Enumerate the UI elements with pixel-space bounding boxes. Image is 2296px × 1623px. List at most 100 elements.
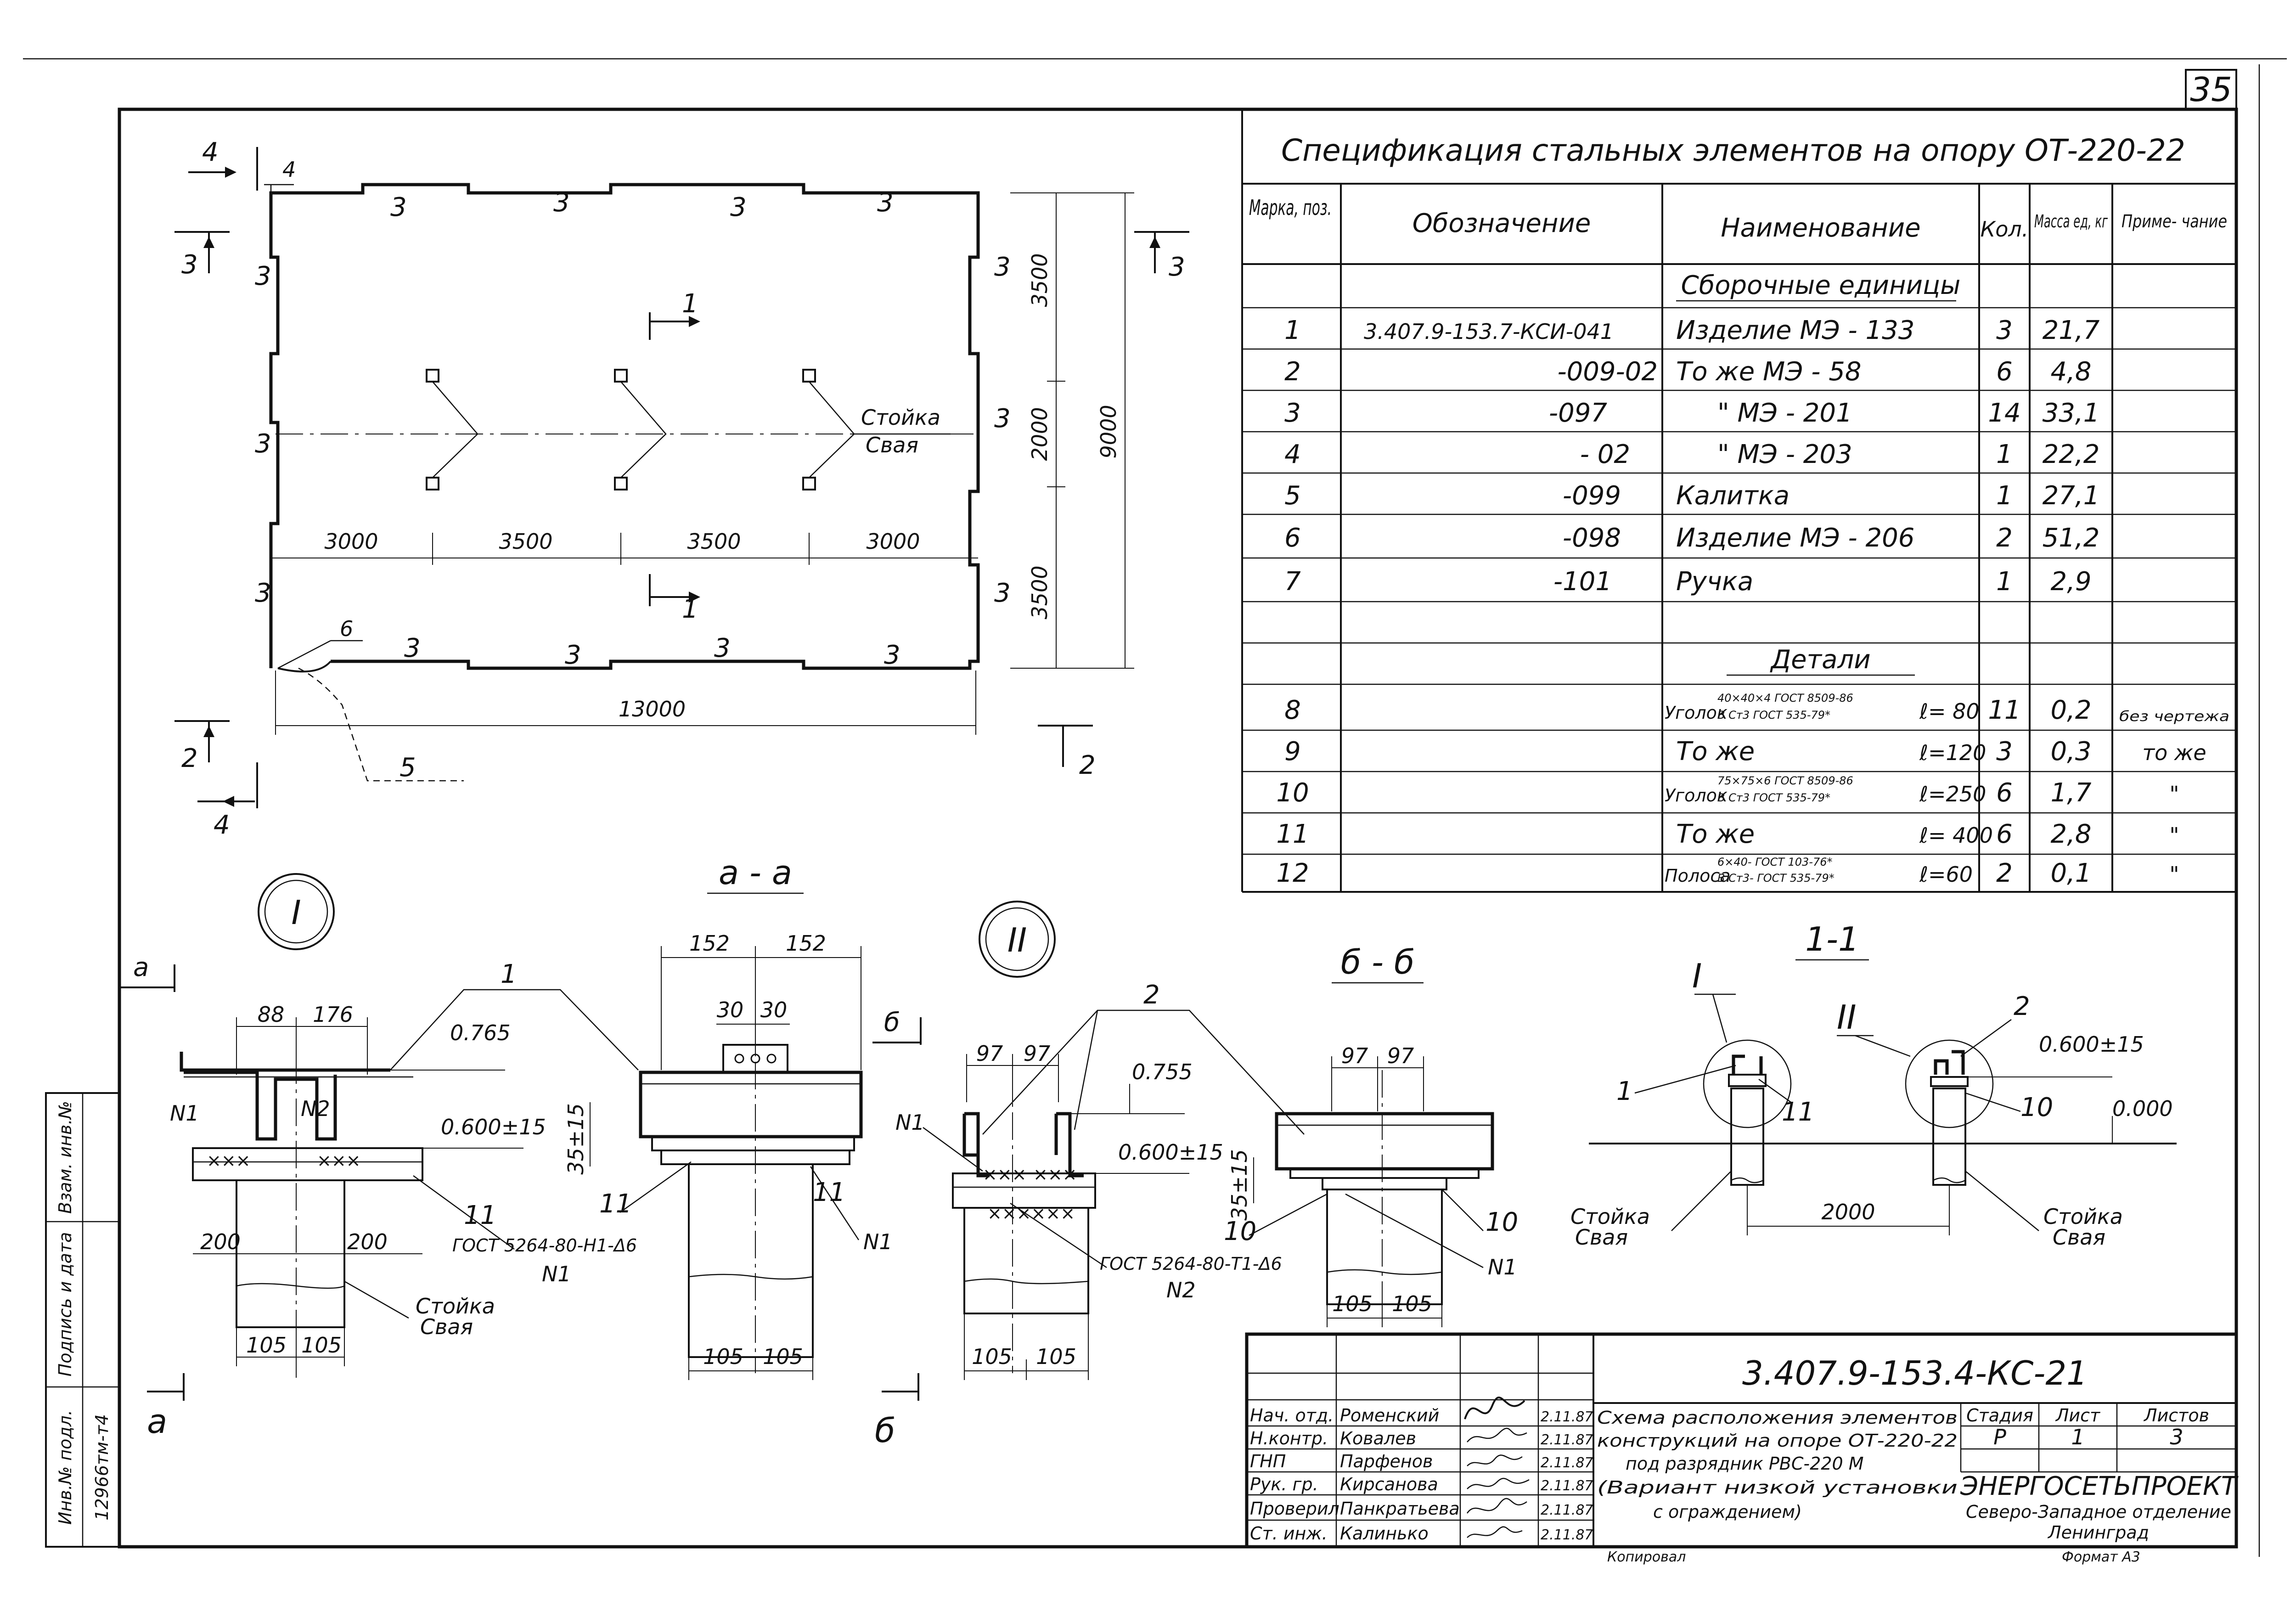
svg-text:7: 7 — [1284, 567, 1301, 597]
spec-detail-row: 11 То же ℓ= 400 6 2,8 " — [1276, 819, 2179, 849]
svg-text:×××: ××× — [207, 1150, 251, 1171]
svg-text:Парфенов: Парфенов — [1340, 1451, 1433, 1471]
svg-text:6: 6 — [1996, 819, 2013, 849]
svg-text:2.11.87: 2.11.87 — [1541, 1478, 1593, 1494]
svg-text:Стойка: Стойка — [2043, 1204, 2123, 1229]
spec-row: 5 -099 Калитка 1 27,1 — [1284, 481, 2099, 511]
mark-4-corner: 4 — [282, 157, 296, 182]
page-number: 35 — [2190, 70, 2232, 109]
spec-detail-row: 10 Уголок 75×75×6 ГОСТ 8509-86 В Ст3 ГОС… — [1276, 774, 2179, 808]
hdr-qty: Кол. — [1981, 217, 2029, 242]
svg-text:12: 12 — [1276, 858, 1309, 888]
svg-text:Н.контр.: Н.контр. — [1250, 1428, 1328, 1448]
svg-text:30: 30 — [717, 997, 744, 1022]
section-marker-3-right: 3 — [1134, 231, 1189, 282]
svg-text:10: 10 — [1276, 778, 1309, 808]
svg-text:11: 11 — [1276, 819, 1309, 849]
post — [426, 369, 439, 383]
section-marker-3-left: 3 — [174, 231, 230, 280]
post — [802, 477, 816, 490]
spec-row: 7 -101 Ручка 1 2,9 — [1284, 567, 2091, 597]
node-II-detail: II б б 97 97 ××× ××× ×××××× N1 0.755 — [872, 901, 1305, 1450]
svg-text:88: 88 — [258, 1002, 285, 1027]
gate-swing — [277, 660, 332, 673]
side-inv-value: 12966тм-т4 — [92, 1414, 112, 1521]
dim-height-2: 2000 — [1027, 407, 1052, 461]
svg-text:-101: -101 — [1553, 567, 1612, 597]
svg-text:ℓ=60: ℓ=60 — [1919, 862, 1973, 887]
signatory-row: Рук. гр. Кирсанова 2.11.87 — [1250, 1474, 1593, 1494]
mark-3-bot-1: 3 — [404, 633, 421, 663]
org-city: Ленинград — [2047, 1522, 2149, 1543]
svg-text:×××: ××× — [317, 1150, 361, 1171]
svg-text:ℓ=120: ℓ=120 — [1919, 740, 1986, 765]
dim-bay-2: 3500 — [499, 529, 552, 554]
mark-3-top-1: 3 — [390, 192, 407, 222]
svg-text:II: II — [1837, 998, 1856, 1037]
svg-text:2: 2 — [1996, 523, 2013, 553]
svg-text:97: 97 — [1341, 1043, 1368, 1068]
svg-text:1: 1 — [501, 959, 517, 989]
svg-text:1: 1 — [682, 289, 698, 319]
svg-text:10: 10 — [2020, 1093, 2053, 1122]
svg-text:0,1: 0,1 — [2050, 858, 2091, 888]
svg-text:6: 6 — [1996, 778, 2013, 808]
svg-text:-097: -097 — [1549, 398, 1607, 428]
drawing-frame — [118, 107, 2238, 1549]
svg-text:27,1: 27,1 — [2043, 481, 2100, 511]
svg-text:4,8: 4,8 — [2050, 357, 2091, 387]
plan-view: Стойка Свая 3 3 3 3 3 3 3 3 3 3 3 3 3 3 … — [174, 137, 1189, 840]
svg-text:105: 105 — [246, 1333, 287, 1358]
svg-text:2.11.87: 2.11.87 — [1541, 1502, 1593, 1518]
svg-text:21,7: 21,7 — [2043, 316, 2100, 345]
spec-row: 3 -097 " МЭ - 201 14 33,1 — [1284, 398, 2099, 428]
section-marker-2-right: 2 — [1038, 725, 1096, 780]
svg-text:Рук. гр.: Рук. гр. — [1250, 1474, 1318, 1494]
svg-text:Полоса: Полоса — [1665, 866, 1731, 886]
svg-text:22,2: 22,2 — [2043, 440, 2100, 469]
svg-text:Калинько: Калинько — [1340, 1523, 1429, 1544]
svg-text:0,2: 0,2 — [2050, 695, 2091, 725]
svg-text:ℓ=250: ℓ=250 — [1919, 782, 1986, 806]
section-marker-4-bottom: 4 — [197, 762, 258, 840]
svg-text:2.11.87: 2.11.87 — [1541, 1409, 1593, 1425]
svg-text:1: 1 — [682, 594, 698, 624]
svg-text:30: 30 — [760, 997, 788, 1022]
desc-line-2: конструкций на опоре ОТ-220-22 — [1597, 1431, 1958, 1451]
spec-detail-row: 12 Полоса 6×40- ГОСТ 103-76* В Ст3- ГОСТ… — [1276, 856, 2179, 888]
svg-text:14: 14 — [1988, 398, 2020, 428]
svg-text:ℓ= 80: ℓ= 80 — [1919, 699, 1980, 724]
dim-height-1: 3500 — [1027, 253, 1052, 307]
section-aa: а - а 152 152 30 30 35±15 11 11 N — [563, 853, 893, 1380]
svg-text:Стойка: Стойка — [1570, 1204, 1650, 1229]
spec-row: 4 - 02 " МЭ - 203 1 22,2 — [1284, 440, 2099, 469]
svg-text:8: 8 — [1284, 695, 1301, 725]
svg-text:N1: N1 — [170, 1101, 199, 1126]
svg-text:51,2: 51,2 — [2043, 523, 2100, 553]
svg-text:1,7: 1,7 — [2050, 778, 2091, 808]
page-number-box — [2185, 69, 2237, 110]
mark-3-right-3: 3 — [994, 578, 1011, 608]
svg-text:×××: ××× — [983, 1164, 1027, 1184]
svg-text:9: 9 — [1284, 737, 1301, 766]
fence-outline — [269, 183, 980, 670]
svg-text:то же: то же — [2142, 740, 2206, 765]
cut-b-top: б — [884, 1008, 900, 1037]
spec-title: Спецификация стальных элементов на опору… — [1281, 133, 2185, 168]
svg-text:105: 105 — [1036, 1344, 1076, 1369]
svg-text:2: 2 — [1284, 357, 1301, 387]
svg-text:75×75×6 ГОСТ 8509-86: 75×75×6 ГОСТ 8509-86 — [1717, 774, 1853, 787]
svg-text:1: 1 — [2071, 1425, 2084, 1449]
section-aa-title: а - а — [719, 853, 792, 892]
svg-text:35±15: 35±15 — [563, 1103, 588, 1175]
svg-text:××××××: ×××××× — [987, 1203, 1075, 1223]
mark-3-top-3: 3 — [730, 192, 747, 222]
svg-text:То же: То же — [1676, 819, 1755, 849]
section-marker-1-top: 1 — [649, 289, 700, 340]
dim-bay-4: 3000 — [866, 529, 920, 554]
svg-text:N1: N1 — [895, 1110, 925, 1135]
svg-text:1: 1 — [1996, 440, 2013, 469]
svg-text:10: 10 — [1224, 1217, 1256, 1246]
node-II-label: II — [1007, 921, 1027, 959]
svg-text:11: 11 — [464, 1200, 496, 1230]
